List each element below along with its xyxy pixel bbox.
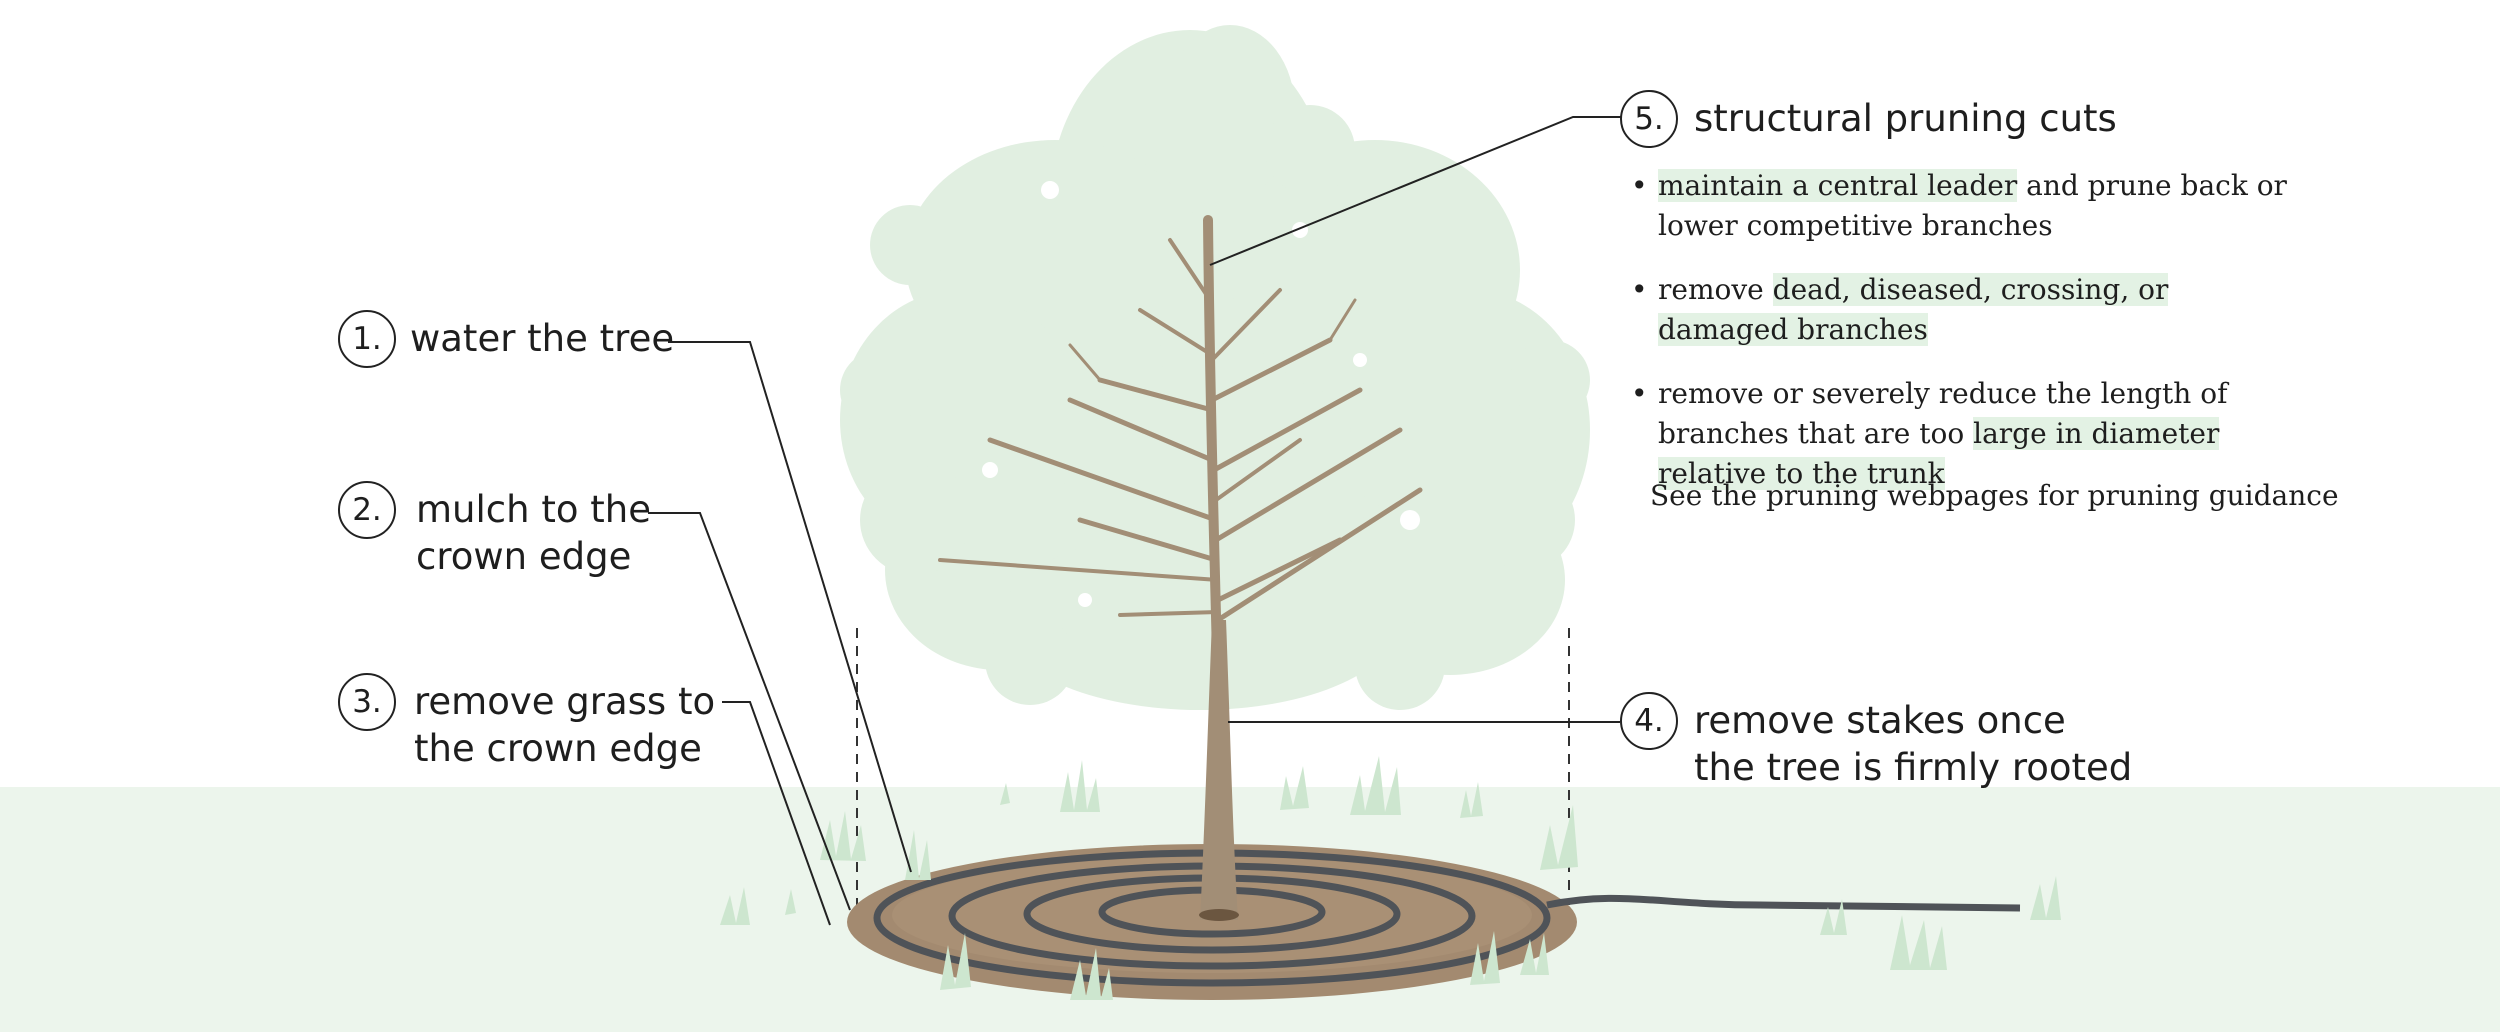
pruning-tip: remove dead, diseased, crossing, or dama… xyxy=(1626,270,2296,350)
pruning-tips-list: maintain a central leader and prune back… xyxy=(1626,166,2296,518)
step-4-line-2: the tree is firmly rooted xyxy=(1694,746,2133,789)
step-3-line-2: the crown edge xyxy=(414,727,702,770)
step-2-line-2: crown edge xyxy=(416,535,632,578)
step-3-line-1: remove grass to xyxy=(414,680,716,723)
step-5-line-1: structural pruning cuts xyxy=(1694,97,2117,140)
tip-3-text: remove or severely reduce the length of … xyxy=(1658,377,2228,450)
step-1-line-1: water the tree xyxy=(410,317,675,360)
step-5-number: 5. xyxy=(1620,90,1678,148)
canopy-silhouette xyxy=(840,25,1590,710)
step-3-label: remove grass to the crown edge xyxy=(414,678,715,772)
step-3-number: 3. xyxy=(338,673,396,731)
step-2-label: mulch to the crown edge xyxy=(416,486,651,580)
step-1-number: 1. xyxy=(338,310,396,368)
grass-tufts xyxy=(720,756,2061,1000)
tip-1-highlight: maintain a central leader xyxy=(1658,169,2018,202)
step-5-label: structural pruning cuts xyxy=(1694,95,2117,142)
tree-branches xyxy=(938,215,1423,705)
step-2-number: 2. xyxy=(338,481,396,539)
pruning-tip: remove or severely reduce the length of … xyxy=(1626,374,2296,494)
step-4-line-1: remove stakes once xyxy=(1694,699,2066,742)
pruning-tip: maintain a central leader and prune back… xyxy=(1626,166,2296,246)
step-4-label: remove stakes once the tree is firmly ro… xyxy=(1694,697,2132,791)
tip-1-rest: and prune back or lower competitive bran… xyxy=(1658,169,2287,242)
tip-2-text: remove xyxy=(1658,273,1773,306)
soaker-hose xyxy=(873,849,2021,987)
trunk-base xyxy=(1199,909,1239,921)
tree-trunk xyxy=(1200,620,1238,920)
step-1-label: water the tree xyxy=(410,315,674,362)
step-2-line-1: mulch to the xyxy=(416,488,651,531)
step-4-number: 4. xyxy=(1620,692,1678,750)
leader-lines xyxy=(648,116,1621,926)
canopy-gaps xyxy=(982,181,1420,607)
pruning-guidance-note: See the pruning webpages for pruning gui… xyxy=(1650,479,2339,512)
